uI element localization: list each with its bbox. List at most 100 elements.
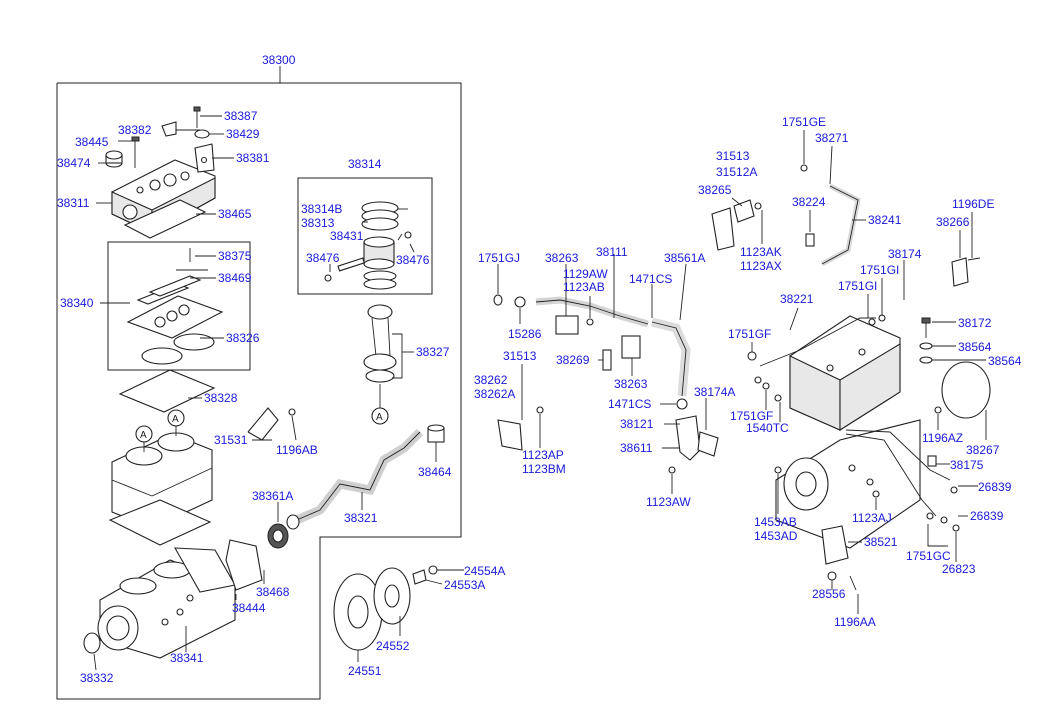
label-1751GC: 1751GC (906, 549, 951, 563)
plug-38474 (105, 150, 123, 168)
connecting-rod-38327 (363, 304, 397, 425)
label-38326: 38326 (226, 331, 260, 345)
label-1196AZ: 1196AZ (922, 431, 963, 445)
compressor-body-38221 (759, 315, 951, 549)
marker-A-2: A (172, 414, 179, 425)
label-1453AB: 1453AB (754, 515, 797, 529)
bushing-38464 (427, 424, 445, 443)
label-1123AK: 1123AK (740, 245, 782, 259)
piston-ring-set (363, 270, 397, 290)
label-1123AB: 1123AB (563, 280, 605, 294)
label-38375: 38375 (218, 249, 252, 263)
label-38175: 38175 (950, 458, 984, 472)
label-1540TC: 1540TC (746, 421, 789, 435)
cover-bracket-38381 (194, 143, 215, 173)
hose-38561A (650, 317, 691, 410)
label-38611: 38611 (620, 441, 653, 455)
label-31512A: 31512A (716, 165, 757, 179)
label-38174A: 38174A (694, 385, 735, 399)
label-1196AA: 1196AA (834, 615, 876, 629)
label-38311: 38311 (57, 196, 90, 210)
label-1123AJ: 1123AJ (852, 511, 892, 525)
label-31513-right: 31513 (716, 149, 750, 163)
marker-A-3: A (376, 412, 383, 423)
bracket-38262 (497, 406, 544, 451)
leader-lines (93, 115, 987, 671)
label-38327: 38327 (416, 345, 450, 359)
label-1751GJ: 1751GJ (478, 251, 520, 265)
label-24551: 24551 (348, 664, 382, 678)
crankshaft-38321 (286, 428, 424, 530)
label-24552: 24552 (376, 639, 410, 653)
label-1453AD: 1453AD (754, 529, 798, 543)
bolt-38266 (951, 257, 981, 287)
label-38387: 38387 (224, 109, 258, 123)
bolt-38172 (919, 317, 933, 364)
label-26839-top: 26839 (978, 480, 1012, 494)
label-1471CS-bottom: 1471CS (608, 397, 651, 411)
label-38271: 38271 (815, 131, 849, 145)
label-38382: 38382 (118, 123, 152, 137)
label-38241: 38241 (868, 213, 902, 227)
label-1751GF-top: 1751GF (728, 327, 771, 341)
valve-plate-assembly-38340 (126, 248, 224, 365)
label-38266: 38266 (936, 215, 970, 229)
label-38263-bottom: 38263 (614, 377, 648, 391)
label-38465: 38465 (218, 207, 252, 221)
label-31531: 31531 (214, 433, 248, 447)
label-24553A: 24553A (444, 578, 485, 592)
label-1123AP: 1123AP (522, 448, 564, 462)
label-38269: 38269 (556, 353, 590, 367)
clamps-38263 (555, 315, 641, 371)
label-1471CS-top: 1471CS (629, 272, 672, 286)
assembly-frame-38300 (56, 66, 462, 700)
part-labels: 38300 38387 38382 38429 38445 38474 3838… (57, 53, 1022, 685)
label-38111: 38111 (596, 245, 628, 259)
cylinder-head-38311 (111, 159, 216, 239)
marker-A-left (135, 409, 185, 452)
label-1123AW: 1123AW (646, 495, 691, 509)
label-38445: 38445 (75, 135, 109, 149)
label-38361A: 38361A (252, 489, 293, 503)
label-38265: 38265 (698, 183, 732, 197)
elbow-38611 (668, 415, 719, 474)
label-38300: 38300 (262, 53, 296, 67)
label-38564-upper: 38564 (958, 340, 992, 354)
label-1751GI-top: 1751GI (860, 263, 899, 277)
label-38521: 38521 (864, 535, 898, 549)
label-38313: 38313 (301, 216, 335, 230)
label-38321: 38321 (344, 511, 378, 525)
piston-rings-38314B (361, 201, 399, 231)
label-38221: 38221 (780, 292, 814, 306)
pipe-38241 (800, 164, 861, 267)
label-24554A: 24554A (464, 564, 505, 578)
label-38381: 38381 (236, 151, 270, 165)
label-38262: 38262 (474, 373, 508, 387)
label-26823: 26823 (942, 562, 976, 576)
bolt-38445 (131, 136, 140, 168)
cover-gasket-38444 (225, 539, 263, 591)
misc-fittings (747, 314, 960, 532)
label-38444: 38444 (232, 601, 266, 615)
label-38468: 38468 (256, 585, 290, 599)
label-1196AB: 1196AB (276, 443, 318, 457)
label-38263-top: 38263 (545, 251, 579, 265)
label-28556: 28556 (812, 587, 846, 601)
label-38431: 38431 (330, 229, 364, 243)
label-38314: 38314 (348, 157, 382, 171)
label-26839-bottom: 26839 (970, 509, 1004, 523)
label-38476-right: 38476 (396, 253, 430, 267)
label-1123BM: 1123BM (522, 462, 566, 476)
label-1123AX: 1123AX (740, 259, 782, 273)
cylinder-block (108, 432, 213, 546)
seal-38361A (267, 523, 289, 549)
label-38469: 38469 (218, 271, 252, 285)
label-38332: 38332 (80, 671, 114, 685)
gears-24551-24552 (333, 565, 438, 651)
label-38564-lower: 38564 (988, 354, 1022, 368)
label-38476-left: 38476 (306, 251, 340, 265)
label-38340: 38340 (60, 296, 94, 310)
label-38328: 38328 (204, 391, 238, 405)
label-38341: 38341 (170, 651, 204, 665)
label-38262A: 38262A (474, 387, 515, 401)
